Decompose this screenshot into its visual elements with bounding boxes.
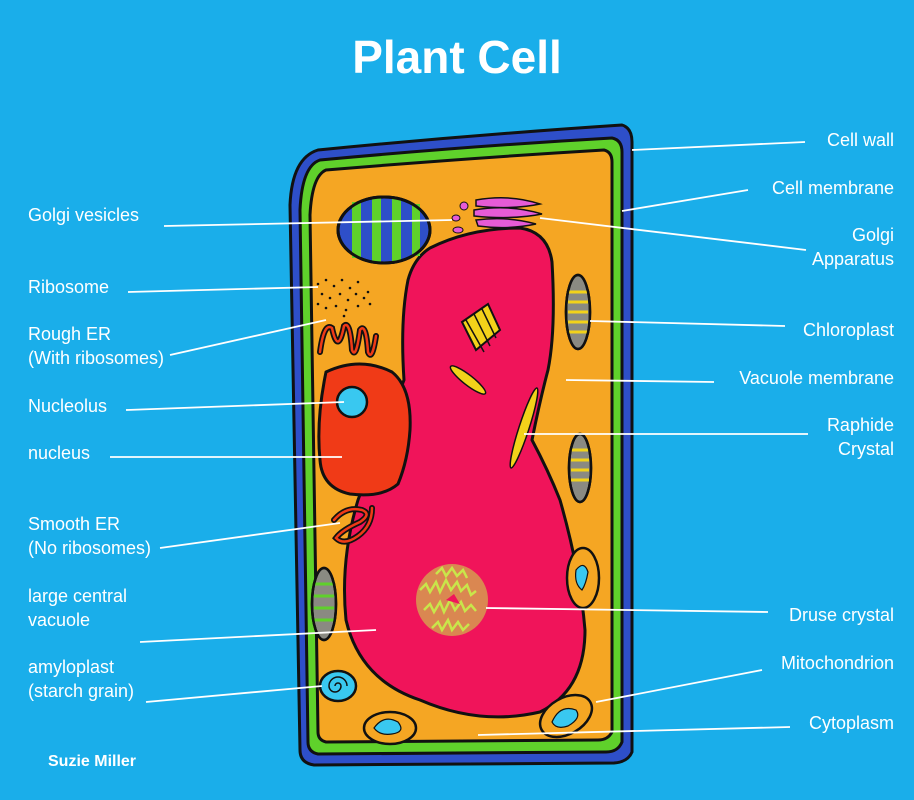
label-text: Cell membrane — [771, 178, 894, 198]
leader-smooth-er — [159, 522, 341, 549]
leader-mitochondrion — [595, 669, 763, 703]
label-text: Cytoplasm — [808, 713, 894, 733]
leader-ribosome — [127, 286, 319, 293]
chloroplast-3 — [310, 566, 338, 642]
leader-amyloplast — [145, 685, 323, 703]
leader-rough-er — [169, 319, 327, 356]
label-text: (With ribosomes) — [28, 348, 165, 368]
rough-er — [317, 322, 379, 358]
label-text: Chloroplast — [802, 320, 894, 340]
label-text: (starch grain) — [28, 681, 135, 701]
label-cell-membrane: Cell membrane — [772, 176, 894, 200]
label-large-central-vacuole: large central vacuole — [28, 584, 127, 632]
label-golgi-vesicles: Golgi vesicles — [28, 203, 139, 227]
mitochondrion-3 — [362, 710, 418, 746]
label-text: Golgi vesicles — [28, 205, 140, 225]
smooth-er — [331, 505, 375, 545]
label-mitochondrion: Mitochondrion — [781, 651, 894, 675]
label-rough-er: Rough ER (With ribosomes) — [28, 322, 164, 370]
ribosomes — [316, 278, 372, 318]
label-text: large central — [28, 586, 128, 606]
chloroplast — [564, 273, 592, 351]
label-text: nucleus — [28, 443, 91, 463]
label-text: Mitochondrion — [780, 653, 894, 673]
label-golgi-apparatus: Golgi Apparatus — [812, 223, 894, 271]
label-text: (No ribosomes) — [28, 538, 152, 558]
leader-golgi — [539, 217, 807, 251]
label-text: Nucleolus — [28, 396, 108, 416]
author-credit: Suzie Miller — [48, 753, 137, 770]
label-text: Ribosome — [28, 277, 110, 297]
label-text: Rough ER — [28, 324, 112, 344]
label-smooth-er: Smooth ER (No ribosomes) — [28, 512, 151, 560]
raphide-crystal — [449, 302, 539, 469]
leader-nucleolus — [125, 401, 345, 411]
label-text: Vacuole membrane — [739, 368, 894, 388]
leader-vacuole — [139, 629, 377, 643]
leader-cytoplasm — [477, 726, 791, 736]
label-text: amyloplast — [28, 657, 115, 677]
leader-vacuole-membrane — [565, 379, 715, 383]
mitochondrion — [565, 546, 601, 610]
golgi-vesicles — [451, 201, 469, 234]
leader-druse — [485, 607, 769, 613]
label-nucleus: nucleus — [28, 441, 90, 465]
label-text: Crystal — [837, 439, 894, 459]
label-cytoplasm: Cytoplasm — [809, 711, 894, 735]
mitochondrion-2 — [538, 693, 594, 739]
druse-crystal — [416, 564, 488, 636]
label-text: Apparatus — [811, 249, 894, 269]
golgi-apparatus — [473, 197, 543, 229]
page-title: Plant Cell — [352, 31, 562, 83]
leader-cell-membrane — [621, 189, 749, 212]
label-ribosome: Ribosome — [28, 275, 109, 299]
label-text: Druse crystal — [788, 605, 894, 625]
label-amyloplast: amyloplast (starch grain) — [28, 655, 134, 703]
label-nucleolus: Nucleolus — [28, 394, 107, 418]
chloroplast-large — [336, 195, 432, 265]
label-chloroplast: Chloroplast — [803, 318, 894, 342]
nucleus — [317, 362, 412, 497]
label-text: Raphide — [826, 415, 894, 435]
label-text: Smooth ER — [28, 514, 121, 534]
label-text: vacuole — [28, 610, 91, 630]
label-text: Golgi — [851, 225, 894, 245]
amyloplast — [318, 669, 358, 703]
label-cell-wall: Cell wall — [827, 128, 894, 152]
leader-lines — [110, 141, 808, 736]
label-raphide-crystal: Raphide Crystal — [827, 413, 894, 461]
label-druse-crystal: Druse crystal — [789, 603, 894, 627]
label-text: Cell wall — [826, 130, 894, 150]
leader-golgi-vesicles — [163, 219, 453, 227]
leader-cell-wall — [631, 141, 806, 151]
leader-chloroplast — [589, 320, 786, 327]
label-vacuole-membrane: Vacuole membrane — [739, 366, 894, 390]
chloroplast-2 — [567, 432, 593, 504]
